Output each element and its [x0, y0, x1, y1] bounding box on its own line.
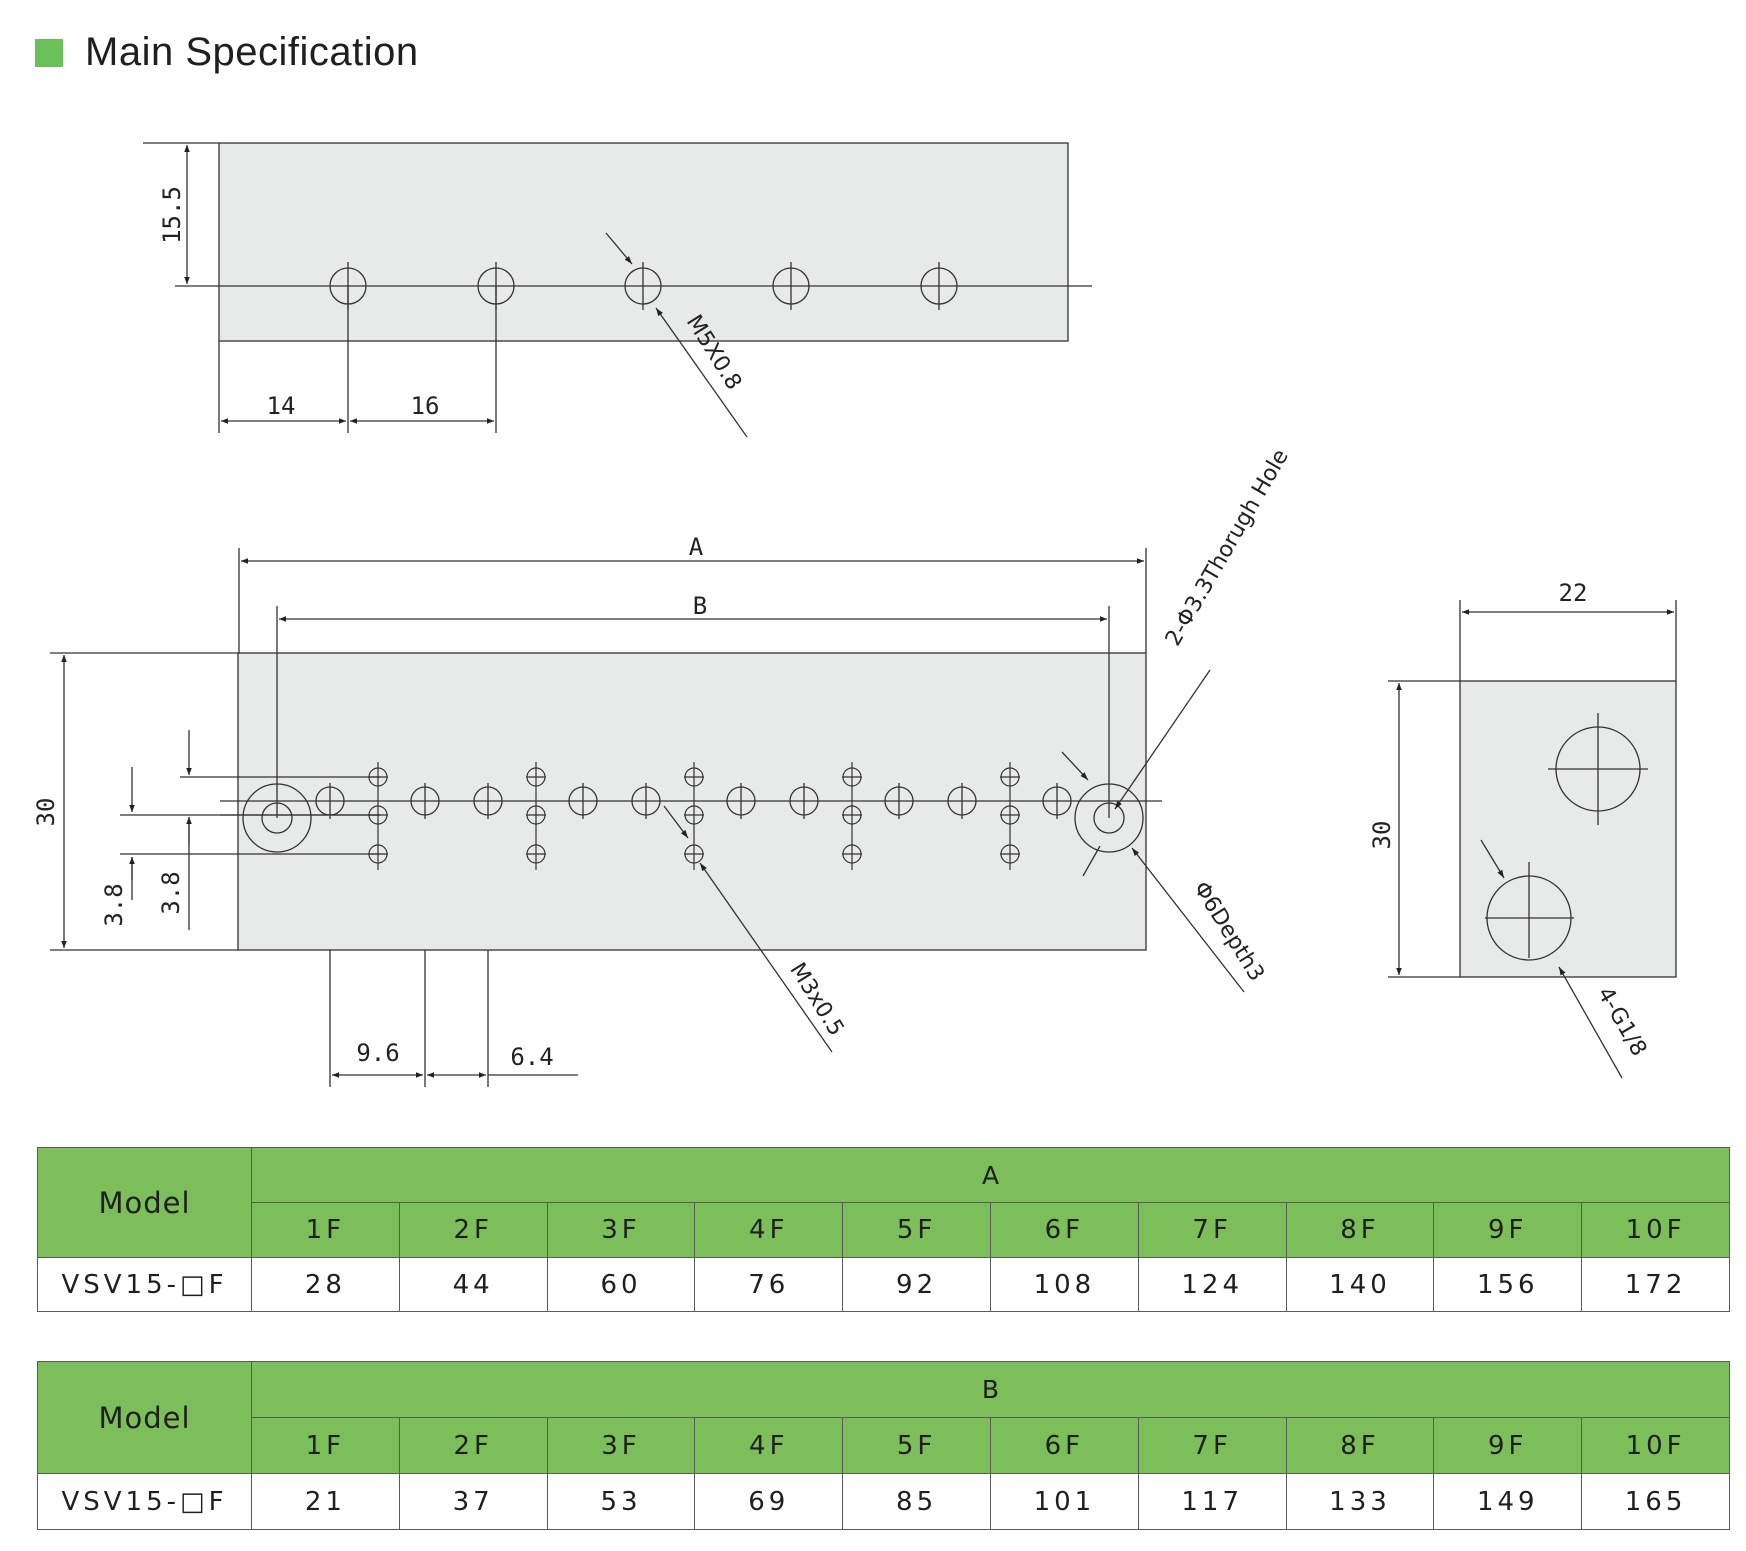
table-row: VSV15-□F 21 37 53 69 85 101 117 133 149 …	[37, 1473, 1730, 1530]
table-a-value-cell: 76	[694, 1257, 844, 1312]
front-left-port	[242, 783, 312, 853]
front-through-hole-label: 2-Φ3.3Thorugh Hole	[1161, 445, 1294, 650]
table-b-value-cell: 53	[546, 1473, 696, 1530]
table-a-value-cell: 108	[989, 1257, 1139, 1312]
front-offset-2-label: 3.8	[157, 871, 185, 914]
green-square-icon	[35, 38, 63, 67]
table-b-value-cell: 117	[1137, 1473, 1287, 1530]
table-a-col-header: 4F	[694, 1202, 844, 1258]
side-height-label: 30	[1368, 821, 1396, 850]
table-a-value-cell: 172	[1581, 1257, 1730, 1312]
front-label-a: A	[689, 533, 704, 561]
table-a-model-cell: VSV15-□F	[37, 1257, 252, 1312]
table-a-col-header: 7F	[1137, 1202, 1287, 1258]
table-a-col-header: 1F	[251, 1202, 400, 1258]
table-a-value-cell: 28	[251, 1257, 400, 1312]
front-pitch-2-label: 6.4	[510, 1043, 553, 1071]
table-b-value-cell: 69	[694, 1473, 844, 1530]
table-b-value-cell: 101	[989, 1473, 1139, 1530]
table-row: VSV15-□F 28 44 60 76 92 108 124 140 156 …	[37, 1257, 1730, 1312]
table-a-col-header: 2F	[398, 1202, 548, 1258]
table-b-value-cell: 165	[1581, 1473, 1730, 1530]
table-a-value-cell: 140	[1285, 1257, 1435, 1312]
side-view-body	[1459, 680, 1677, 978]
top-view-body	[218, 142, 1069, 342]
table-a-group-header: A	[251, 1147, 1730, 1203]
table-a-model-header: Model	[37, 1147, 252, 1258]
table-a-value-cell: 60	[546, 1257, 696, 1312]
table-a-col-header: 9F	[1433, 1202, 1583, 1258]
table-b-col-header: 3F	[546, 1417, 696, 1474]
table-b-model-cell: VSV15-□F	[37, 1473, 252, 1530]
table-b-value-cell: 85	[842, 1473, 991, 1530]
front-thread-label: M3x0.5	[784, 959, 848, 1041]
front-label-b: B	[693, 592, 707, 620]
table-b-col-header: 4F	[694, 1417, 844, 1474]
side-port-label: 4-G1/8	[1592, 983, 1651, 1061]
table-b-value-cell: 133	[1285, 1473, 1435, 1530]
front-pitch-1-label: 9.6	[356, 1039, 399, 1067]
table-b-group-header: B	[251, 1361, 1730, 1418]
front-hole-row	[315, 783, 1072, 819]
section-header: Main Specification	[35, 30, 419, 75]
front-view	[50, 548, 1245, 1087]
table-b-col-header: 1F	[251, 1417, 400, 1474]
table-a-col-header: 10F	[1581, 1202, 1730, 1258]
front-height-label: 30	[32, 798, 60, 827]
table-b-col-header: 5F	[842, 1417, 991, 1474]
section-title: Main Specification	[85, 30, 419, 74]
side-width-label: 22	[1559, 579, 1588, 607]
table-b-value-cell: 149	[1433, 1473, 1583, 1530]
table-a-value-cell: 44	[398, 1257, 548, 1312]
table-b-col-header: 8F	[1285, 1417, 1435, 1474]
table-b-value-cell: 21	[251, 1473, 400, 1530]
table-a-col-header: 3F	[546, 1202, 696, 1258]
table-a-value-cell: 92	[842, 1257, 991, 1312]
front-right-port	[1074, 783, 1144, 853]
side-view	[1388, 600, 1677, 1079]
table-b-model-header: Model	[37, 1361, 252, 1474]
top-dim-2-label: 16	[411, 392, 440, 420]
table-b-value-cell: 37	[398, 1473, 548, 1530]
spec-table-b: Model B 1F 2F 3F 4F 5F 6F 7F 8F 9F 10F V…	[37, 1361, 1730, 1530]
front-m3-columns	[368, 762, 1020, 870]
table-b-col-header: 6F	[989, 1417, 1139, 1474]
top-dim-1-label: 14	[267, 392, 296, 420]
table-b-col-header: 7F	[1137, 1417, 1287, 1474]
table-a-col-header: 5F	[842, 1202, 991, 1258]
table-a-value-cell: 124	[1137, 1257, 1287, 1312]
table-b-col-header: 9F	[1433, 1417, 1583, 1474]
table-b-col-header: 10F	[1581, 1417, 1730, 1474]
top-view	[143, 142, 1092, 438]
top-height-label: 15.5	[158, 186, 186, 244]
front-offset-1-label: 3.8	[100, 883, 128, 926]
table-a-col-header: 6F	[989, 1202, 1139, 1258]
side-port-upper	[1548, 713, 1648, 825]
spec-table-a: Model A 1F 2F 3F 4F 5F 6F 7F 8F 9F 10F V…	[37, 1147, 1730, 1312]
table-a-value-cell: 156	[1433, 1257, 1583, 1312]
side-port-lower	[1485, 862, 1574, 961]
front-counterbore-label: Φ6Depth3	[1188, 877, 1269, 986]
table-a-col-header: 8F	[1285, 1202, 1435, 1258]
table-b-col-header: 2F	[398, 1417, 548, 1474]
